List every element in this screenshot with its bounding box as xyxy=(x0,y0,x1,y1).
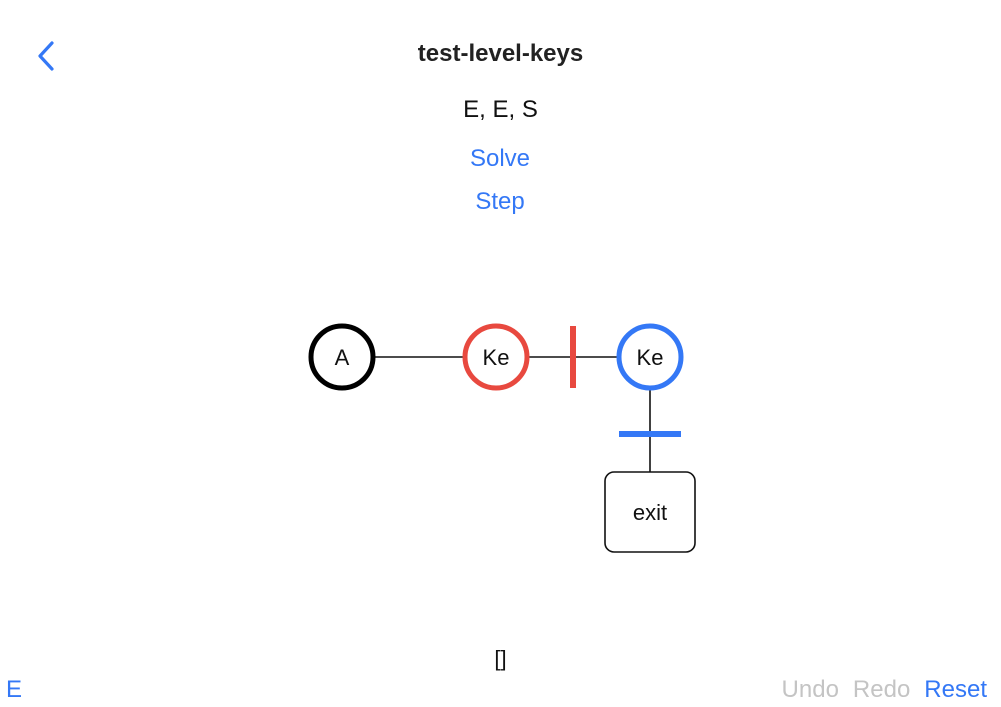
node-ke-blue[interactable]: Ke xyxy=(616,323,684,391)
direction-button[interactable]: E xyxy=(6,676,23,703)
page-title: test-level-keys xyxy=(417,40,584,67)
node-a[interactable]: A xyxy=(308,323,376,391)
back-button[interactable] xyxy=(30,38,66,74)
reset-button[interactable]: Reset xyxy=(924,676,987,703)
node-ke-red-label: Ke xyxy=(483,345,510,370)
solve-button[interactable]: Solve xyxy=(469,145,531,172)
node-a-label: A xyxy=(335,345,350,370)
node-exit-label: exit xyxy=(633,500,667,525)
chevron-left-icon xyxy=(38,41,54,71)
node-exit[interactable]: exit xyxy=(604,471,696,553)
history-controls: Undo Redo Reset xyxy=(782,676,987,704)
undo-button[interactable]: Undo xyxy=(781,676,839,703)
redo-button[interactable]: Redo xyxy=(852,676,911,703)
move-sequence: E, E, S xyxy=(463,96,538,123)
node-ke-red[interactable]: Ke xyxy=(462,323,530,391)
inventory-stack: [] xyxy=(494,646,507,671)
step-button[interactable]: Step xyxy=(475,188,525,215)
node-ke-blue-label: Ke xyxy=(637,345,664,370)
